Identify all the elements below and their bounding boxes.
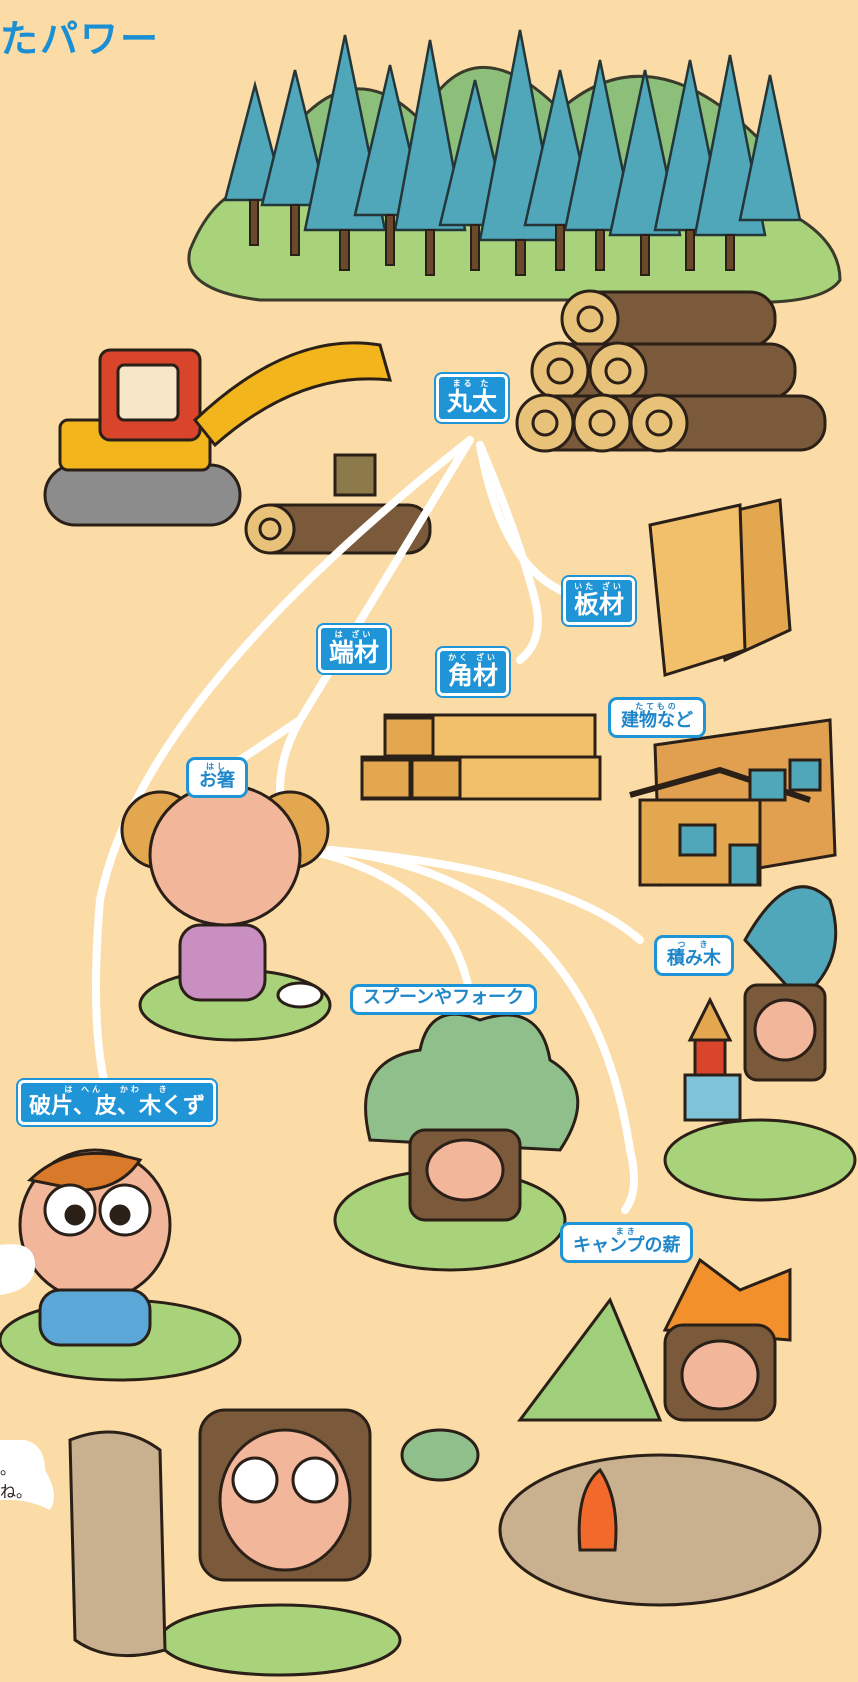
speech-text-2: ね。	[0, 1482, 33, 1501]
label-itazai-ruby: いた ざい	[574, 582, 624, 591]
label-kakuzai-ruby: かく ざい	[448, 653, 498, 662]
label-ohashi: はし お箸	[186, 757, 248, 798]
speech-text-1: 。	[0, 1459, 17, 1478]
label-tsumiki: つ き 積み木	[654, 935, 734, 976]
excavator	[43, 341, 432, 555]
house	[629, 718, 837, 887]
label-hazai: は ざい 端材	[318, 625, 391, 674]
label-hahen: は へん かわ き 破片、皮、木くず	[18, 1080, 217, 1126]
label-camp: まき キャンプの薪	[560, 1222, 694, 1263]
label-kakuzai-text: 角材	[448, 661, 499, 690]
label-tatemono-ruby: たてもの	[635, 702, 679, 711]
label-hazai-ruby: は ざい	[334, 630, 374, 639]
label-maruta-text: 丸太	[447, 387, 498, 416]
label-itazai: いた ざい 板材	[563, 577, 636, 626]
broccoli-character	[333, 1012, 580, 1272]
label-spoon-text: スプーンやフォーク	[363, 987, 525, 1008]
label-hahen-ruby: は へん かわ き	[64, 1085, 170, 1094]
camp-character	[498, 1257, 822, 1607]
page-title: たパワー	[0, 17, 161, 61]
label-maruta-ruby: まる た	[452, 379, 492, 388]
tree-trunks	[249, 199, 735, 276]
square-timber	[360, 713, 602, 801]
block-character	[663, 885, 857, 1202]
speech-bubbles	[0, 1244, 54, 1510]
girl-character	[120, 783, 332, 1042]
label-tatemono-text: 建物など	[621, 710, 693, 731]
label-hahen-text: 破片、皮、木くず	[29, 1094, 206, 1119]
label-spoon: スプーンやフォーク	[350, 984, 538, 1015]
label-ohashi-text: お箸	[199, 770, 235, 791]
label-kakuzai: かく ざい 角材	[437, 648, 510, 697]
label-camp-text: キャンプの薪	[573, 1235, 681, 1256]
boards	[648, 498, 792, 677]
boy-character	[0, 1148, 242, 1382]
label-tsumiki-text: 積み木	[667, 948, 721, 969]
label-tatemono: たてもの 建物など	[608, 697, 706, 738]
forest-trees	[223, 29, 802, 242]
label-ohashi-ruby: はし	[206, 762, 228, 771]
label-tsumiki-ruby: つ き	[677, 940, 711, 949]
log-pile	[515, 289, 827, 453]
label-camp-ruby: まき	[615, 1227, 638, 1236]
stump-character	[68, 1408, 480, 1677]
label-itazai-text: 板材	[574, 590, 625, 619]
label-maruta: まる た 丸太	[436, 374, 509, 423]
label-hazai-text: 端材	[329, 638, 380, 667]
